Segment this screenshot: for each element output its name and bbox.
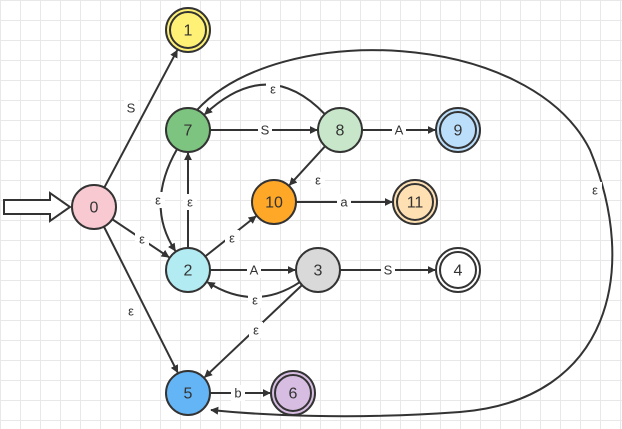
transition-label-7-8: S <box>261 123 270 138</box>
transition-label-3-4: S <box>384 263 393 278</box>
transition-label-bg <box>311 172 325 188</box>
transition-label-bg <box>337 194 351 210</box>
transition-label-bg <box>124 100 138 116</box>
state-label: 5 <box>184 386 193 403</box>
transition-label-7-2: ε <box>155 193 161 208</box>
accepting-ring <box>439 111 477 149</box>
transition-label-bg <box>392 122 406 138</box>
state-circle <box>165 107 211 153</box>
accepting-ring <box>169 11 207 49</box>
state-label: 7 <box>184 123 193 140</box>
transition-7-5 <box>196 49 614 418</box>
transition-label-7-5: ε <box>592 183 598 198</box>
transition-label-8-10: ε <box>315 173 321 188</box>
transition-label-bg <box>124 303 138 319</box>
state-label: 0 <box>90 200 99 217</box>
transition-label-bg <box>225 230 239 246</box>
start-arrow-icon <box>3 191 72 223</box>
transition-label-bg <box>381 262 395 278</box>
transition-label-bg <box>231 385 245 401</box>
transition-label-2-10: ε <box>229 231 235 246</box>
transition-label-10-11: a <box>340 195 348 210</box>
state-10: 10 <box>251 179 297 225</box>
state-label: 1 <box>184 23 193 40</box>
accepting-ring <box>274 374 312 412</box>
transition-label-3-5: ε <box>253 323 259 338</box>
state-3: 3 <box>295 247 341 293</box>
transition-label-bg <box>248 292 262 308</box>
transition-label-8-7: ε <box>270 82 276 97</box>
transition-label-2-3: A <box>250 263 259 278</box>
state-5: 5 <box>165 370 211 416</box>
transition-8-10 <box>288 145 326 186</box>
state-label: 10 <box>265 195 283 212</box>
transition-label-bg <box>247 262 261 278</box>
transition-label-bg <box>588 182 602 198</box>
state-circle <box>270 370 316 416</box>
transition-label-bg <box>266 81 280 97</box>
transition-label-5-6: b <box>234 386 241 401</box>
transition-label-2-7: ε <box>187 195 193 210</box>
state-circle <box>251 179 297 225</box>
state-label: 9 <box>454 123 463 140</box>
transition-label-0-1: S <box>127 101 136 116</box>
state-circle <box>317 107 363 153</box>
accepting-ring <box>439 251 477 289</box>
transition-label-bg <box>183 194 197 210</box>
state-2: 2 <box>165 247 211 293</box>
transition-label-bg <box>258 122 272 138</box>
state-label: 2 <box>184 263 193 280</box>
state-label: 4 <box>454 263 463 280</box>
state-1: 1 <box>165 7 211 53</box>
state-circle <box>295 247 341 293</box>
state-9: 9 <box>435 107 481 153</box>
state-circle <box>165 7 211 53</box>
transition-0-5 <box>103 226 179 374</box>
state-11: 11 <box>392 179 438 225</box>
state-circle <box>165 247 211 293</box>
transition-label-bg <box>135 231 149 247</box>
transition-label-bg <box>151 192 165 208</box>
state-4: 4 <box>435 247 481 293</box>
state-0: 0 <box>71 184 117 230</box>
transition-0-1 <box>103 49 179 189</box>
state-circle <box>392 179 438 225</box>
state-circle <box>165 370 211 416</box>
state-label: 11 <box>407 195 424 212</box>
transition-label-bg <box>249 322 263 338</box>
state-label: 8 <box>336 123 345 140</box>
state-circle <box>435 107 481 153</box>
transition-label-3-2: ε <box>252 293 258 308</box>
transition-label-8-9: A <box>395 123 404 138</box>
state-6: 6 <box>270 370 316 416</box>
accepting-ring <box>396 183 434 221</box>
transition-label-0-5: ε <box>128 304 134 319</box>
transition-label-0-2: ε <box>139 232 145 247</box>
state-label: 6 <box>289 386 298 403</box>
state-circle <box>71 184 117 230</box>
state-8: 8 <box>317 107 363 153</box>
state-7: 7 <box>165 107 211 153</box>
state-label: 3 <box>314 263 323 280</box>
state-circle <box>435 247 481 293</box>
